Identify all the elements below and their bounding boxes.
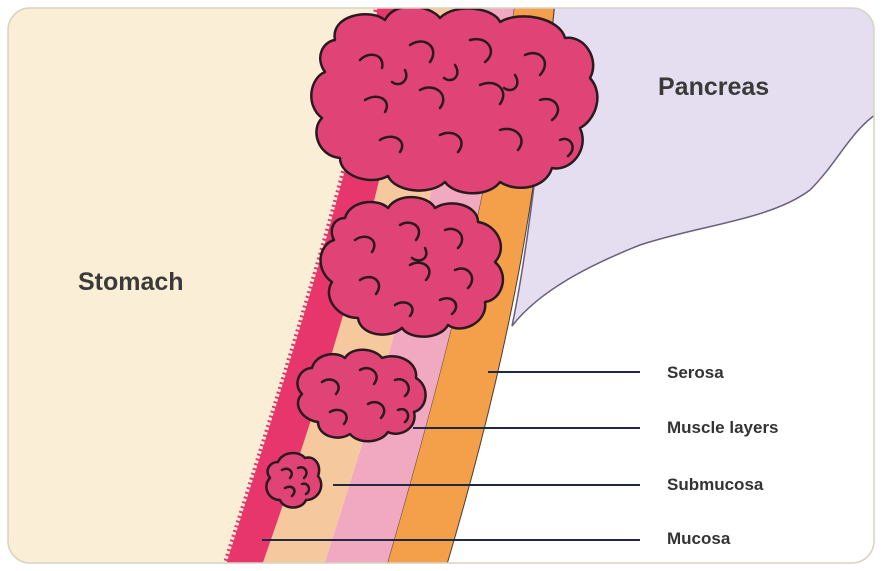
tumor-large bbox=[311, 7, 597, 194]
muscle-layers-label: Muscle layers bbox=[667, 419, 779, 436]
mucosa-label: Mucosa bbox=[667, 530, 730, 547]
submucosa-label: Submucosa bbox=[667, 476, 763, 493]
tumor-medium bbox=[321, 197, 503, 337]
stomach-label: Stomach bbox=[78, 270, 184, 295]
serosa-label: Serosa bbox=[667, 364, 724, 381]
tumor-tiny bbox=[266, 453, 321, 507]
pancreas-label: Pancreas bbox=[658, 75, 769, 100]
